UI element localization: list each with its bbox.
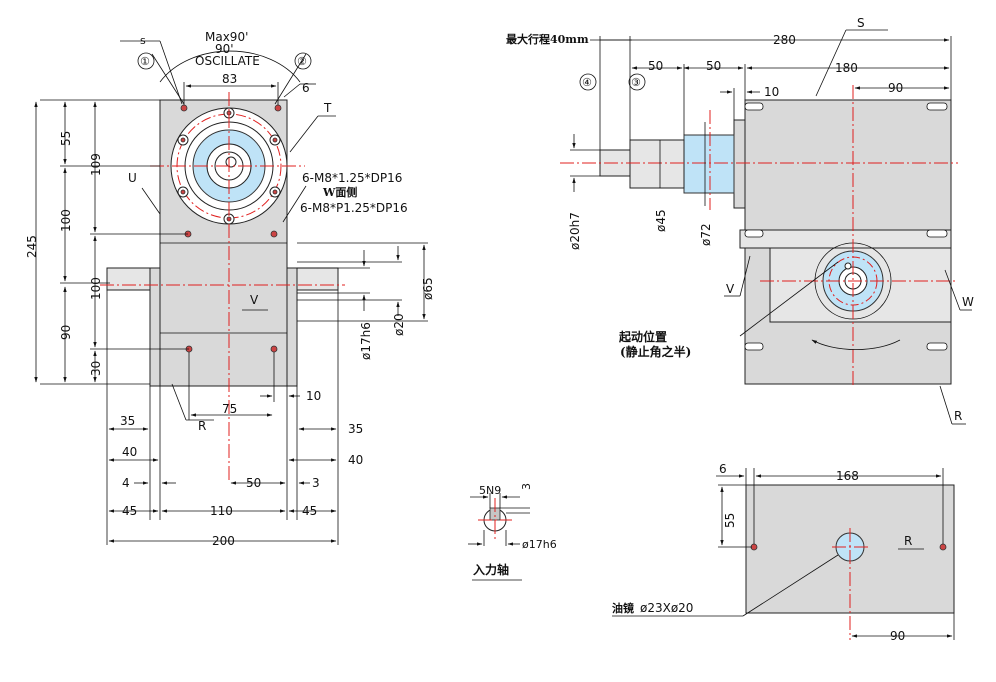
dim-50a: 50 <box>648 59 663 73</box>
dim-phi20: ø20 <box>392 313 406 336</box>
dim-30: 30 <box>89 361 103 376</box>
front-view: s Max90' 90' OSCILLATE ① ② 6 T U 83 6-M8… <box>25 30 435 548</box>
marker-U: U <box>128 171 137 185</box>
marker-3: ③ <box>631 76 641 89</box>
corner-hole <box>274 104 282 112</box>
note-wface: W面侧 <box>322 185 357 199</box>
dim-50: 50 <box>246 476 261 490</box>
stroke-note: 最大行程40mm <box>506 32 589 46</box>
dim-100b: 100 <box>89 277 103 300</box>
marker-2: ② <box>297 55 307 68</box>
right-rib <box>286 267 298 387</box>
dim-10-side: 10 <box>764 85 779 99</box>
dim-35-right: 35 <box>348 422 363 436</box>
corner-hole <box>180 104 188 112</box>
marker-V-side: V <box>726 282 735 296</box>
dim-75: 75 <box>222 402 237 416</box>
oil-label: 油镜 <box>612 601 634 615</box>
note-oscillate: OSCILLATE <box>195 54 260 68</box>
bottom-view: R 6 168 55 90 油镜 ø23Xø20 <box>612 462 955 643</box>
dim-45-right: 45 <box>302 504 317 518</box>
marker-V: V <box>250 293 259 307</box>
dim-55-bottom: 55 <box>723 513 737 528</box>
dim-3: 3 <box>312 476 320 490</box>
note-m8-a: 6-M8*1.25*DP16 <box>302 171 402 185</box>
dim-109: 109 <box>89 153 103 176</box>
note-m8-b: 6-M8*P1.25*DP16 <box>300 201 408 215</box>
marker-S: S <box>857 16 865 30</box>
dim-168: 168 <box>836 469 859 483</box>
dim-245: 245 <box>25 235 39 258</box>
dim-83: 83 <box>222 72 237 86</box>
marker-R-bottom: R <box>904 534 912 548</box>
dim-110: 110 <box>210 504 233 518</box>
dim-10: 10 <box>306 389 321 403</box>
side-view: 起动位置 (静止角之半) 最大行程40mm 280 50 50 180 90 1… <box>506 16 974 425</box>
oil-dim: ø23Xø20 <box>640 601 693 615</box>
dim-phi20h7: ø20h7 <box>568 212 582 250</box>
marker-4: ④ <box>582 76 592 89</box>
note-max90: Max90' <box>205 30 248 44</box>
dim-3-shaft: 3 <box>520 483 533 490</box>
dim-35-left: 35 <box>120 414 135 428</box>
dim-180: 180 <box>835 61 858 75</box>
note-90: 90' <box>215 42 234 56</box>
dim-45-left: 45 <box>122 504 137 518</box>
marker-W: W <box>962 295 974 309</box>
dim-40-left: 40 <box>122 445 137 459</box>
dim-6-bottom: 6 <box>719 462 727 476</box>
input-hub <box>683 134 735 194</box>
marker-1: ① <box>140 55 150 68</box>
dim-90-bottom: 90 <box>890 629 905 643</box>
dim-4: 4 <box>122 476 130 490</box>
marker-6: 6 <box>302 81 310 95</box>
marker-s: s <box>140 34 146 47</box>
dim-90-side: 90 <box>888 81 903 95</box>
marker-R-front: R <box>198 419 206 433</box>
shaft-detail: 5N9 3 ø17h6 入力轴 <box>468 483 557 581</box>
dim-55: 55 <box>59 131 73 146</box>
dim-40-right: 40 <box>348 453 363 467</box>
dim-phi17h6-shaft: ø17h6 <box>522 538 557 551</box>
left-rib <box>149 267 161 387</box>
dim-phi17h6: ø17h6 <box>359 322 373 360</box>
corner-hole <box>270 230 278 238</box>
dim-phi45: ø45 <box>654 209 668 232</box>
start-note-1: 起动位置 <box>618 329 667 344</box>
dim-90: 90 <box>59 325 73 340</box>
bottom-hole <box>270 345 278 353</box>
start-note-2: (静止角之半) <box>620 344 691 359</box>
dim-phi65: ø65 <box>421 277 435 300</box>
marker-T: T <box>323 101 332 115</box>
shaft-caption: 入力轴 <box>473 562 509 577</box>
dim-280: 280 <box>773 33 796 47</box>
dim-100a: 100 <box>59 209 73 232</box>
dim-50b: 50 <box>706 59 721 73</box>
dim-200: 200 <box>212 534 235 548</box>
dim-phi72: ø72 <box>699 223 713 246</box>
dim-5n9: 5N9 <box>479 484 501 497</box>
marker-R-side: R <box>954 409 962 423</box>
